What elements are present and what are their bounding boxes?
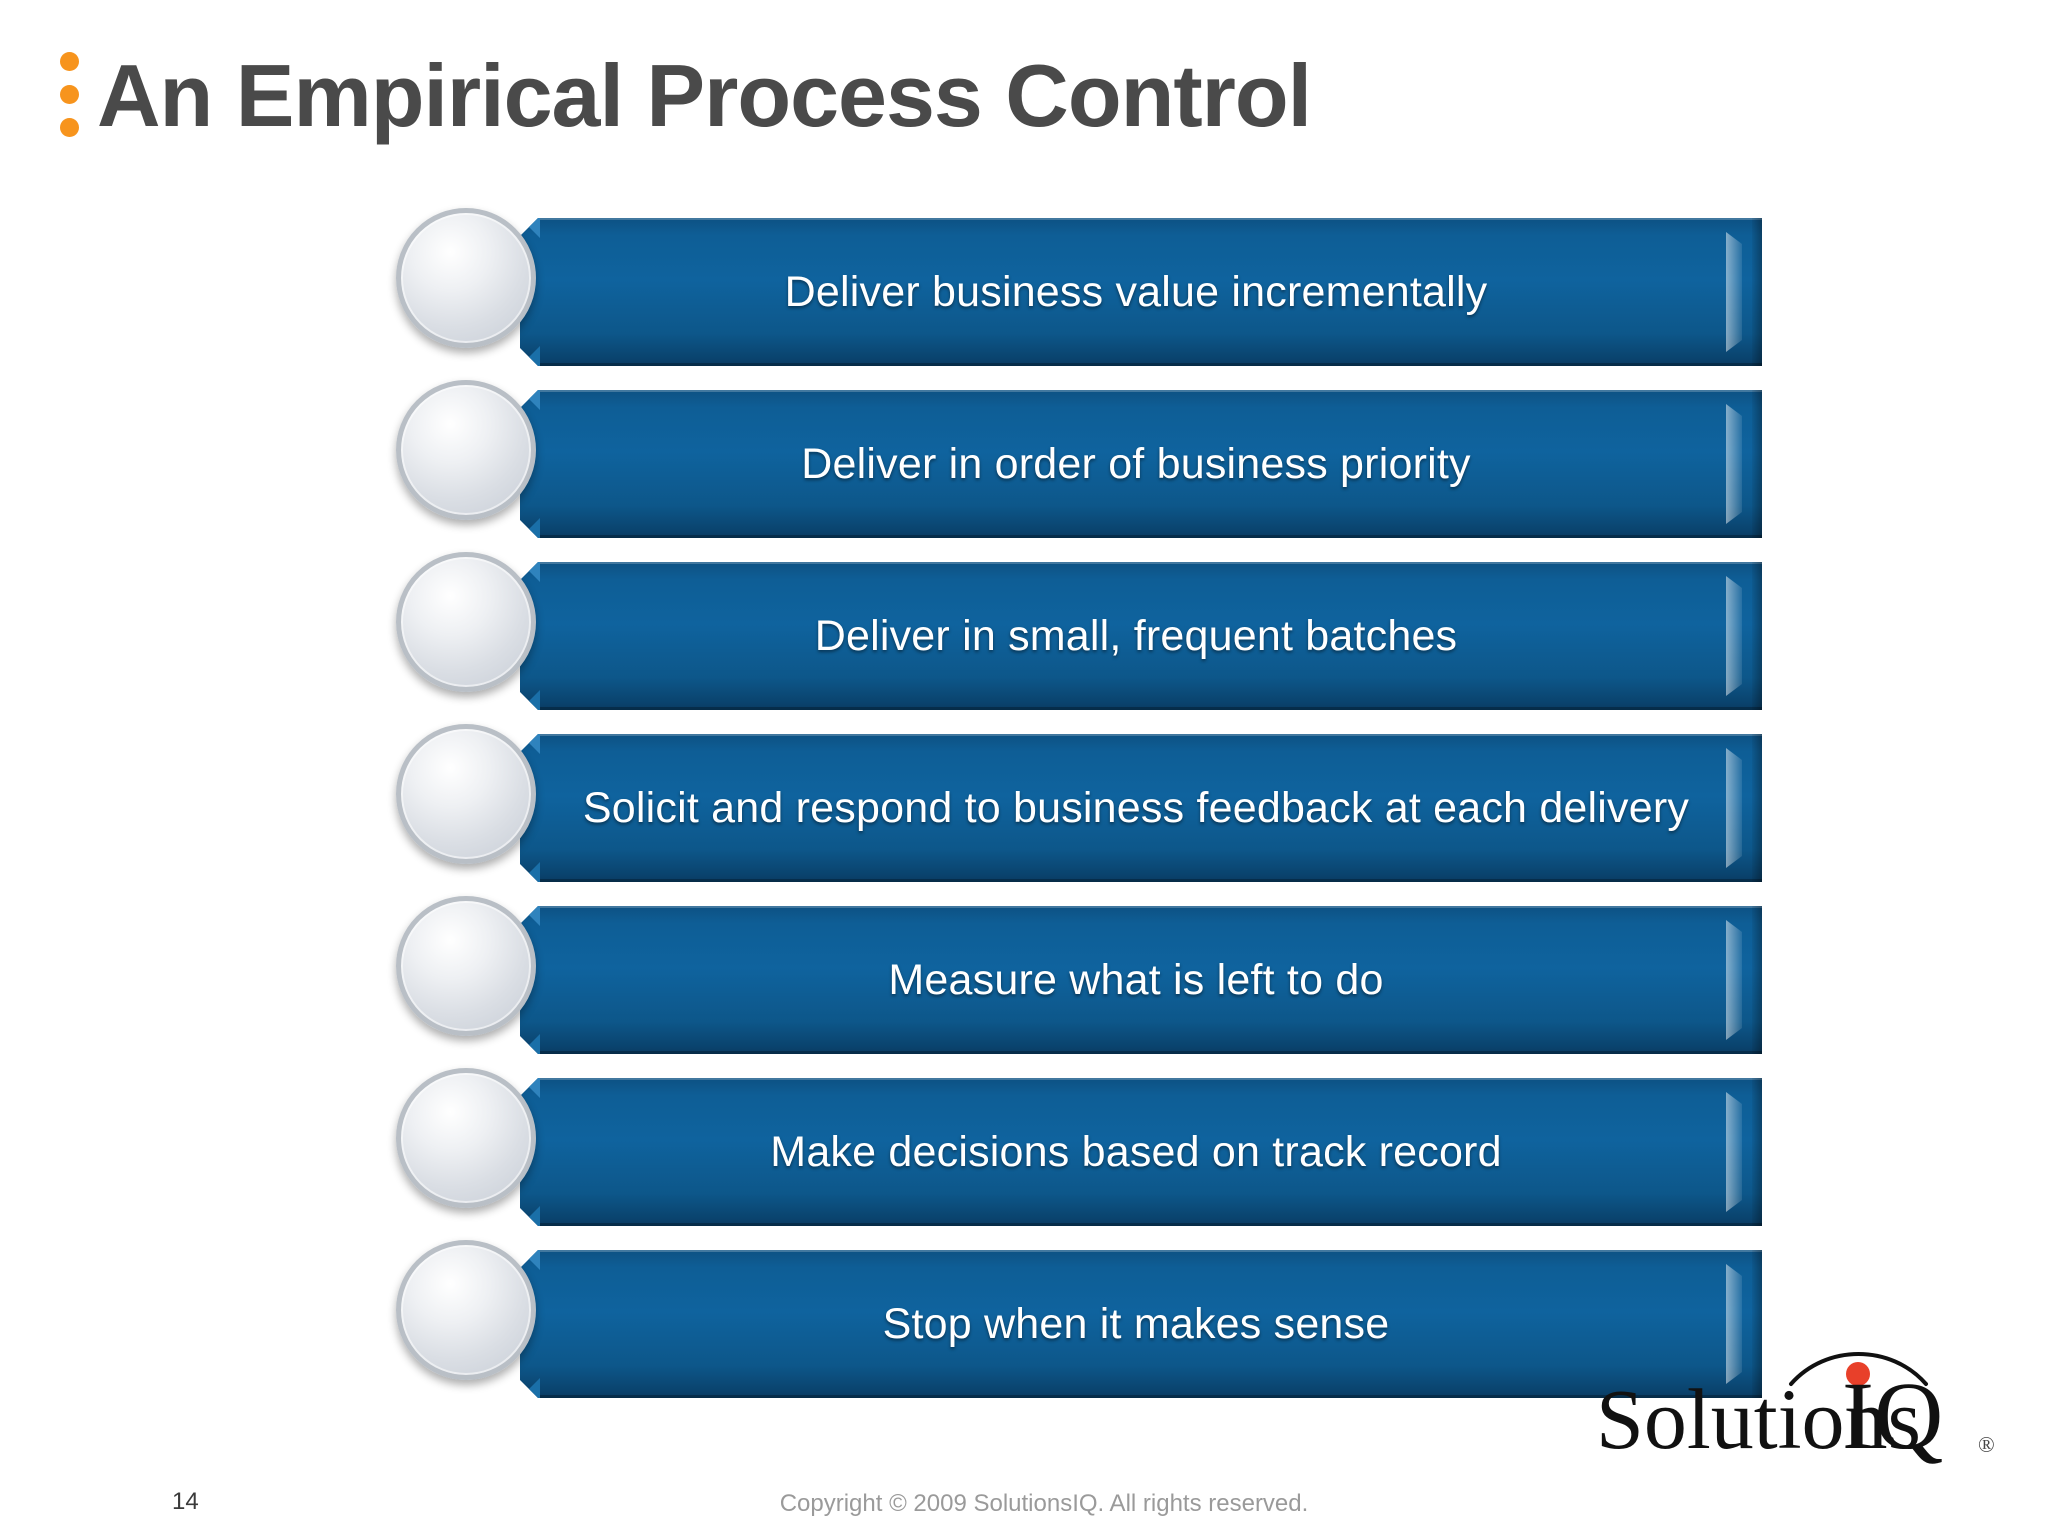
silver-circle-icon [396, 380, 536, 520]
bevel-top-left-icon [520, 1250, 540, 1270]
bar-body[interactable]: Measure what is left to do [520, 906, 1762, 1054]
list-item[interactable]: Measure what is left to do [0, 896, 2048, 1068]
bar-top-highlight [540, 218, 1762, 220]
bevel-bottom-left-icon [520, 1378, 540, 1398]
list-item[interactable]: Make decisions based on track record [0, 1068, 2048, 1240]
bar-right-edge-shade [1752, 218, 1762, 366]
bar-bottom-shade [540, 363, 1762, 366]
bar-body[interactable]: Deliver in small, frequent batches [520, 562, 1762, 710]
bar-right-cap-highlight-icon [1726, 576, 1742, 696]
page-title: An Empirical Process Control [97, 46, 1312, 145]
bar-label: Make decisions based on track record [770, 1127, 1502, 1176]
silver-circle-icon [396, 896, 536, 1036]
bar-body[interactable]: Make decisions based on track record [520, 1078, 1762, 1226]
bar-right-edge-shade [1752, 390, 1762, 538]
bar-label: Solicit and respond to business feedback… [582, 783, 1690, 832]
silver-circle-icon [396, 208, 536, 348]
bar-right-cap-highlight-icon [1726, 748, 1742, 868]
bar-body[interactable]: Deliver business value incrementally [520, 218, 1762, 366]
logo-text-iq: IQ [1842, 1362, 1943, 1469]
bar-body[interactable]: Deliver in order of business priority [520, 390, 1762, 538]
bar-label: Deliver business value incrementally [784, 267, 1488, 316]
orange-dot-icon [60, 84, 79, 104]
list-item[interactable]: Stop when it makes sense [0, 1240, 2048, 1412]
bar-label: Stop when it makes sense [882, 1299, 1390, 1348]
page-number: 14 [172, 1488, 199, 1515]
bar-label: Measure what is left to do [888, 955, 1384, 1004]
bevel-bottom-left-icon [520, 1206, 540, 1226]
bar-right-cap-highlight-icon [1726, 920, 1742, 1040]
bar-label: Deliver in order of business priority [801, 439, 1471, 488]
bar-bottom-shade [540, 879, 1762, 882]
logo-text-solutions: Solutions [1596, 1371, 1921, 1467]
list-item[interactable]: Deliver in small, frequent batches [0, 552, 2048, 724]
bar-right-cap-highlight-icon [1726, 1264, 1742, 1384]
logo-registered-mark: ® [1978, 1432, 1995, 1457]
bevel-bottom-left-icon [520, 862, 540, 882]
bar-top-highlight [540, 1250, 1762, 1252]
bar-right-edge-shade [1752, 562, 1762, 710]
bevel-top-left-icon [520, 906, 540, 926]
bar-top-highlight [540, 1078, 1762, 1080]
bar-bottom-shade [540, 535, 1762, 538]
bar-right-cap-highlight-icon [1726, 404, 1742, 524]
bar-bottom-shade [540, 1223, 1762, 1226]
bar-body[interactable]: Solicit and respond to business feedback… [520, 734, 1762, 882]
list-item[interactable]: Deliver in order of business priority [0, 380, 2048, 552]
logo-arc-icon [1789, 1352, 1928, 1386]
bar-bottom-shade [540, 707, 1762, 710]
bevel-bottom-left-icon [520, 518, 540, 538]
process-principles-list: Deliver business value incrementally Del… [0, 208, 2048, 1412]
bar-right-cap-highlight-icon [1726, 232, 1742, 352]
silver-circle-icon [396, 552, 536, 692]
bar-right-cap-highlight-icon [1726, 1092, 1742, 1212]
bar-bottom-shade [540, 1395, 1762, 1398]
bar-top-highlight [540, 734, 1762, 736]
list-item[interactable]: Deliver business value incrementally [0, 208, 2048, 380]
title-block: An Empirical Process Control [60, 46, 1312, 145]
bar-body[interactable]: Stop when it makes sense [520, 1250, 1762, 1398]
title-bullet-dots-icon [60, 51, 79, 141]
list-item[interactable]: Solicit and respond to business feedback… [0, 724, 2048, 896]
bar-right-edge-shade [1752, 734, 1762, 882]
bevel-bottom-left-icon [520, 1034, 540, 1054]
copyright-notice: Copyright © 2009 SolutionsIQ. All rights… [779, 1490, 1309, 1517]
bar-top-highlight [540, 390, 1762, 392]
bar-right-edge-shade [1752, 1078, 1762, 1226]
solutionsiq-logo: Solutions IQ ® [1596, 1352, 1995, 1469]
bevel-bottom-left-icon [520, 690, 540, 710]
bar-right-edge-shade [1752, 906, 1762, 1054]
bevel-top-left-icon [520, 734, 540, 754]
bevel-top-left-icon [520, 390, 540, 410]
bevel-top-left-icon [520, 1078, 540, 1098]
bar-bottom-shade [540, 1051, 1762, 1054]
silver-circle-icon [396, 1240, 536, 1380]
bar-top-highlight [540, 906, 1762, 908]
bar-label: Deliver in small, frequent batches [814, 611, 1458, 660]
orange-dot-icon [60, 51, 79, 71]
silver-circle-icon [396, 1068, 536, 1208]
bar-right-edge-shade [1752, 1250, 1762, 1398]
orange-dot-icon [60, 117, 79, 137]
logo-red-dot-icon [1846, 1362, 1870, 1386]
bevel-top-left-icon [520, 562, 540, 582]
bar-top-highlight [540, 562, 1762, 564]
bevel-top-left-icon [520, 218, 540, 238]
bevel-bottom-left-icon [520, 346, 540, 366]
silver-circle-icon [396, 724, 536, 864]
